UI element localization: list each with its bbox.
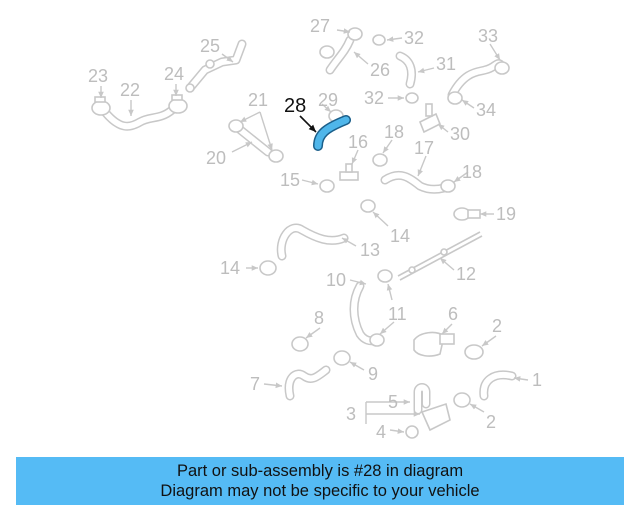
callout-20: 20 (206, 148, 226, 168)
part-32-fitting-top (372, 34, 386, 46)
callout-26: 26 (370, 60, 390, 80)
callout-28: 28 (284, 95, 306, 117)
part-5-pipe (413, 383, 431, 415)
part-2-clamp-a (464, 344, 484, 360)
part-16-connector (339, 163, 359, 181)
callout-15: 15 (280, 170, 300, 190)
callout-6: 6 (448, 304, 458, 324)
callout-32b: 32 (364, 88, 384, 108)
part-11-clamp (369, 269, 393, 347)
callout-2a: 2 (492, 316, 502, 336)
callout-32a: 32 (404, 28, 424, 48)
part-18-clamp (372, 153, 388, 167)
callout-1: 1 (532, 370, 542, 390)
callout-18b: 18 (462, 162, 482, 182)
part-31-hose (395, 51, 417, 89)
callout-25: 25 (200, 36, 220, 56)
part-25-pipe (185, 39, 247, 93)
callout-8: 8 (314, 308, 324, 328)
callout-14b: 14 (220, 258, 240, 278)
callout-13: 13 (360, 240, 380, 260)
callout-27: 27 (310, 16, 330, 36)
callout-12: 12 (456, 264, 476, 284)
part-17-hose (380, 170, 449, 194)
callout-14a: 14 (390, 226, 410, 246)
callout-33: 33 (478, 26, 498, 46)
part-28-fill (314, 116, 350, 150)
part-3-housing (420, 402, 451, 432)
part-26-hose (325, 35, 355, 75)
callout-16: 16 (348, 132, 368, 152)
parts-diagram: 1 2 2 3 4 5 6 7 8 9 10 11 12 13 14 14 15… (88, 16, 542, 442)
callout-23: 23 (88, 66, 108, 86)
callout-2b: 2 (486, 412, 496, 432)
callout-5: 5 (388, 392, 398, 412)
info-banner: Part or sub-assembly is #28 in diagram D… (16, 457, 624, 505)
callout-21: 21 (248, 90, 268, 110)
banner-disclaimer-line: Diagram may not be specific to your vehi… (160, 482, 480, 500)
part-18-clamp-b (440, 179, 456, 193)
callout-31: 31 (436, 54, 456, 74)
part-10-hose (349, 281, 381, 346)
part-27-clamp (319, 27, 363, 59)
callout-9: 9 (368, 364, 378, 384)
part-13-hose (276, 223, 349, 261)
callout-34: 34 (476, 100, 496, 120)
part-22-hose (100, 105, 177, 131)
callout-30: 30 (450, 124, 470, 144)
part-7-hose (284, 365, 331, 401)
part-32-fitting (405, 92, 419, 104)
part-1-hose (479, 370, 517, 401)
part-33-hose (447, 59, 505, 100)
callout-22: 22 (120, 80, 140, 100)
part-30-connector (418, 103, 442, 134)
part-34-clamp (447, 61, 510, 105)
part-9-clamp (333, 350, 351, 366)
callout-18a: 18 (384, 122, 404, 142)
part-28-hose (313, 115, 351, 151)
part-21-clamp (228, 119, 284, 163)
part-14-clamp-b (259, 260, 277, 276)
callout-7: 7 (250, 374, 260, 394)
callout-19: 19 (496, 204, 516, 224)
callout-4: 4 (376, 422, 386, 442)
part-8-clamp (291, 336, 309, 352)
banner-part-line: Part or sub-assembly is #28 in diagram (176, 462, 464, 480)
part-2-clamp-b (453, 392, 471, 408)
callout-3: 3 (346, 404, 356, 424)
callout-24: 24 (164, 64, 184, 84)
part-4-seal (405, 425, 419, 439)
callout-10: 10 (326, 270, 346, 290)
part-6-connector (413, 331, 455, 357)
part-19-sensor (453, 207, 481, 221)
callout-11: 11 (388, 304, 407, 324)
part-24-clamp (168, 94, 188, 114)
part-14-clamp-a (360, 199, 376, 213)
part-23-clamp (91, 96, 111, 116)
callout-29: 29 (318, 90, 338, 110)
part-15-clamp (319, 179, 335, 193)
callout-17: 17 (414, 138, 434, 158)
part-20-pipe (233, 123, 273, 157)
